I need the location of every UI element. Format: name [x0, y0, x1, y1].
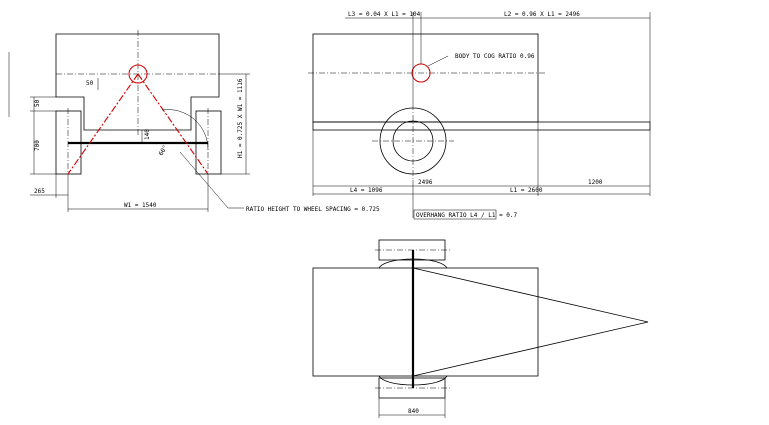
side-chassis-rail: [312, 121, 651, 131]
side-dim-2496: 2496: [418, 179, 433, 186]
front-dim-h1: H1 = 0.725 X W1 = 1116: [237, 78, 244, 158]
front-dim-50-top: 50: [86, 80, 94, 87]
front-view: 50 50 700 265 W1 = 1540 H1 = 0.725 X W1 …: [30, 30, 380, 213]
side-dim-l2: L2 = 0.96 X L1 = 2496: [504, 11, 580, 18]
top-dim-840: 840: [408, 408, 419, 415]
top-drawbar: [412, 267, 649, 377]
side-overhang-box: [413, 209, 497, 220]
front-angle-arc: [161, 109, 209, 151]
top-body-outline: [312, 267, 539, 377]
side-view: L3 = 0.04 X L1 = 104 L2 = 0.96 X L1 = 24…: [308, 11, 651, 220]
side-dim-l3: L3 = 0.04 X L1 = 104: [348, 11, 421, 18]
side-dim-l1: L1 = 2600: [510, 187, 543, 194]
top-view: 840: [312, 239, 649, 418]
front-dim-700: 700: [34, 140, 41, 151]
front-dim-140: 140: [144, 129, 151, 140]
front-body-outline: [55, 33, 220, 131]
front-ratio-leader: [179, 151, 229, 209]
front-cog-marker: [128, 64, 148, 84]
front-dim-50-side: 50: [34, 99, 41, 107]
front-angle-label: 60°: [158, 144, 169, 157]
side-cog-leader: [427, 55, 449, 67]
side-dim-l4: L4 = 1096: [350, 187, 383, 194]
side-overhang-note: OVERHANG RATIO L4 / L1 = 0.7: [416, 212, 518, 219]
front-stability-line-left: [67, 73, 139, 175]
front-dim-w1: W1 = 1540: [124, 202, 157, 209]
front-stability-line-right: [137, 73, 209, 175]
side-dim-1200: 1200: [588, 179, 603, 186]
side-body-outline: [312, 33, 539, 123]
side-cog-note: BODY TO COG RATIO 0.96: [455, 53, 535, 60]
front-dim-265: 265: [34, 188, 45, 195]
front-ratio-note: RATIO HEIGHT TO WHEEL SPACING = 0.725: [246, 206, 380, 213]
